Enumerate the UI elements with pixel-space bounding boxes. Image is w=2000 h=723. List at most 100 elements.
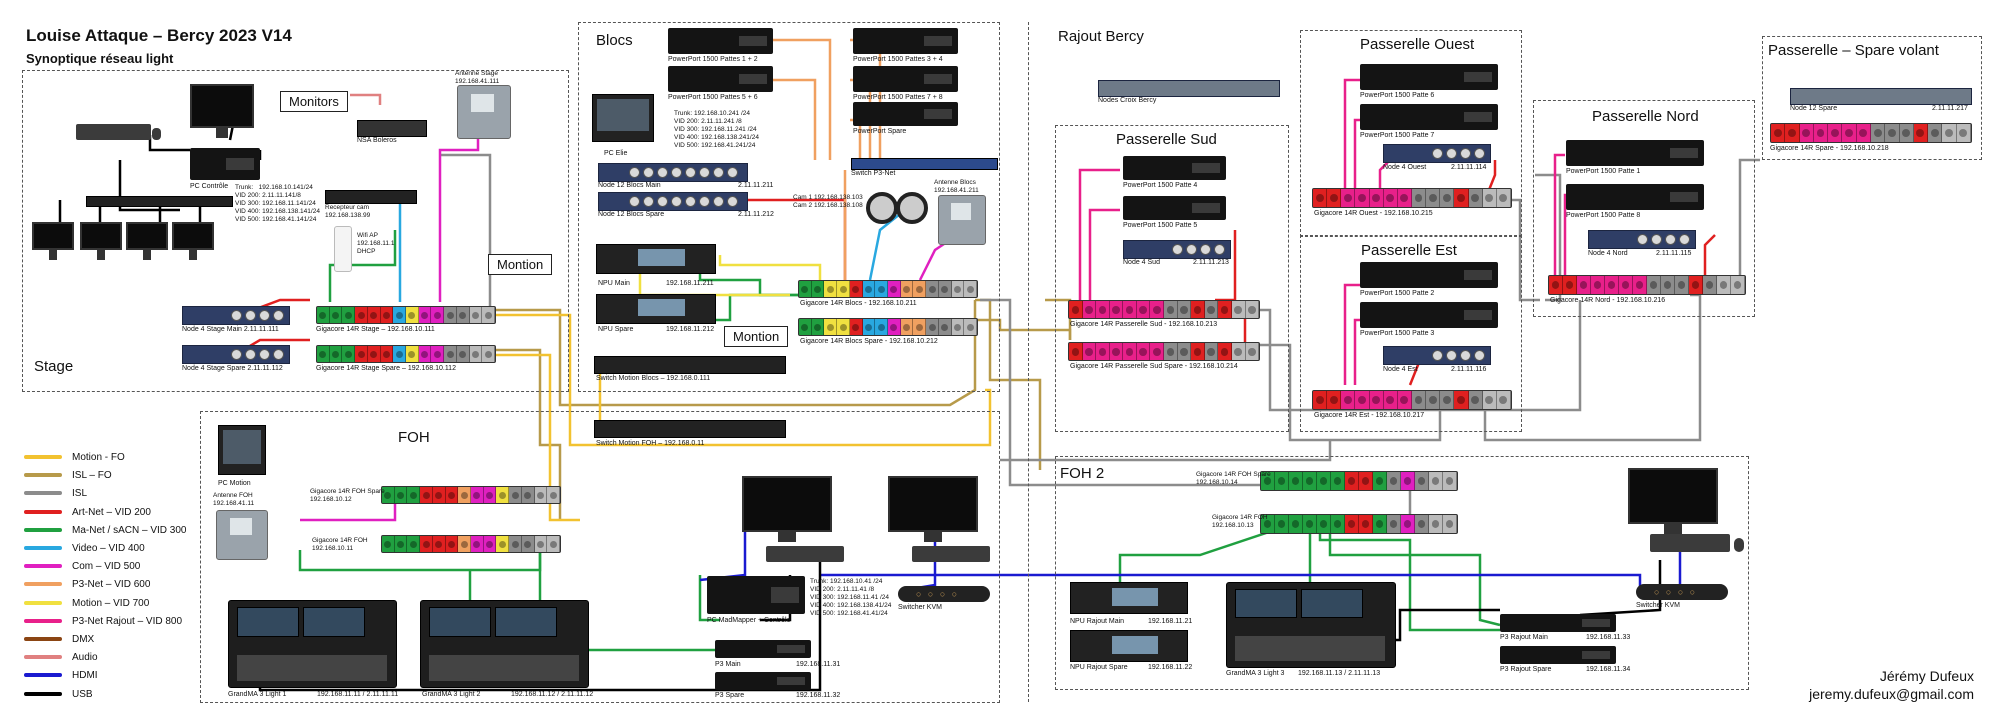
gigacore-stage-spare-label: Gigacore 14R Stage Spare – 192.168.10.11… bbox=[316, 365, 456, 372]
gigacore-sud-spare-label: Gigacore 14R Passerelle Sud Spare - 192.… bbox=[1070, 363, 1238, 370]
zone-passerelle-est bbox=[1300, 235, 1522, 432]
nsa-label: NSA Boleros bbox=[357, 137, 397, 144]
pc-controle-label: PC Contrôle bbox=[190, 183, 229, 190]
pp7-label: PowerPort 1500 Patte 7 bbox=[1360, 132, 1435, 139]
npu-main-label: NPU Main bbox=[598, 280, 630, 287]
npu-rajout-main-ip: 192.168.11.21 bbox=[1148, 618, 1193, 625]
legend-label: P3-Net Rajout – VID 800 bbox=[72, 615, 183, 627]
node4-stage-main bbox=[182, 306, 290, 325]
node4-est bbox=[1383, 346, 1491, 365]
legend-swatch bbox=[24, 527, 62, 532]
switcher-kvm-foh-label: Switcher KVM bbox=[898, 604, 942, 611]
node4-est-ip: 2.11.11.116 bbox=[1451, 366, 1487, 373]
node12-blocs-main-label: Node 12 Blocs Main bbox=[598, 182, 661, 189]
zone-spare-title: Passerelle – Spare volant bbox=[1768, 42, 1939, 59]
grandma3-light-2 bbox=[420, 600, 589, 688]
powerport-pattes-3-4 bbox=[853, 28, 958, 54]
zone-foh2-title: FOH 2 bbox=[1060, 465, 1105, 482]
pp-patte-5 bbox=[1123, 196, 1226, 220]
camera-1 bbox=[866, 192, 898, 224]
p3-rajout-main-label: P3 Rajout Main bbox=[1500, 634, 1548, 641]
foh-keyboard-left bbox=[766, 546, 844, 562]
legend-swatch bbox=[24, 509, 62, 514]
node4-nord bbox=[1588, 230, 1696, 249]
zone-sud-title: Passerelle Sud bbox=[1116, 131, 1217, 148]
npu-rajout-spare bbox=[1070, 630, 1188, 662]
gigacore-foh-main-label: Gigacore 14R FOH 192.168.10.11 bbox=[312, 537, 368, 552]
montion-callout-blocs: Montion bbox=[724, 326, 789, 347]
pc-controle-trunk: Trunk: 192.168.10.141/24 VID 200: 2.11.1… bbox=[235, 184, 320, 223]
p3-spare-label: P3 Spare bbox=[715, 692, 745, 699]
legend-label: Com – VID 500 bbox=[72, 561, 141, 573]
zone-passerelle-ouest bbox=[1300, 30, 1522, 237]
blocs-trunk-label: Trunk: 192.168.10.241 /24 VID 200: 2.11.… bbox=[674, 110, 759, 149]
pp56-label: PowerPort 1500 Pattes 5 + 6 bbox=[668, 94, 758, 101]
stage-monitor-top bbox=[190, 84, 254, 138]
pp8-label: PowerPort 1500 Patte 8 bbox=[1566, 212, 1641, 219]
npu-spare bbox=[596, 294, 716, 324]
switcher-kvm-foh2 bbox=[1636, 584, 1728, 600]
p3-spare-ip: 192.168.11.32 bbox=[796, 692, 841, 699]
antenne-blocs-label: Antenne Blocs 192.168.41.211 bbox=[934, 179, 979, 194]
npu-spare-ip: 192.168.11.212 bbox=[666, 326, 715, 333]
grandma3-light-3 bbox=[1226, 582, 1396, 668]
powerport-pattes-7-8 bbox=[853, 66, 958, 92]
gigacore-blocs-main bbox=[798, 280, 978, 298]
foh2-keyboard bbox=[1650, 534, 1730, 552]
recepteur-cam bbox=[325, 190, 417, 204]
legend-label: P3-Net – VID 600 bbox=[72, 579, 151, 591]
switch-p3net bbox=[851, 158, 998, 170]
switch-motion-blocs-label: Switch Motion Blocs – 192.168.0.111 bbox=[596, 375, 711, 382]
pp34-label: PowerPort 1500 Pattes 3 + 4 bbox=[853, 56, 943, 63]
zone-blocs-title: Blocs bbox=[596, 32, 633, 49]
node4-stage-spare bbox=[182, 345, 290, 364]
zone-foh-title: FOH bbox=[398, 429, 430, 446]
diagram-subtitle: Synoptique réseau light bbox=[26, 51, 174, 66]
pp5-label: PowerPort 1500 Patte 5 bbox=[1123, 222, 1198, 229]
gma1-ip: 192.168.11.11 / 2.11.11.11 bbox=[317, 691, 399, 698]
pp6-label: PowerPort 1500 Patte 6 bbox=[1360, 92, 1435, 99]
switch-motion-foh bbox=[594, 420, 786, 438]
legend-swatch bbox=[24, 564, 62, 569]
p3-main bbox=[715, 640, 811, 658]
gigacore-spare-label: Gigacore 14R Spare - 192.168.10.218 bbox=[1770, 145, 1889, 152]
gigacore-foh2-main bbox=[1260, 514, 1458, 534]
npu-rajout-spare-ip: 192.168.11.22 bbox=[1148, 664, 1193, 671]
gigacore-stage-main-label: Gigacore 14R Stage – 192.168.10.111 bbox=[316, 326, 435, 333]
npu-rajout-main bbox=[1070, 582, 1188, 614]
gigacore-sud-main-label: Gigacore 14R Passerelle Sud - 192.168.10… bbox=[1070, 321, 1218, 328]
gigacore-nord bbox=[1548, 275, 1746, 295]
antenne-stage bbox=[457, 85, 511, 139]
node12-blocs-spare bbox=[598, 192, 748, 211]
nodes-croix-bercy bbox=[1098, 80, 1280, 97]
node4-nord-ip: 2.11.11.115 bbox=[1656, 250, 1692, 257]
legend-label: Video – VID 400 bbox=[72, 543, 145, 554]
zone-nord-title: Passerelle Nord bbox=[1592, 108, 1699, 125]
node4-nord-label: Node 4 Nord bbox=[1588, 250, 1628, 257]
node12-spare bbox=[1790, 88, 1972, 105]
pc-elie-label: PC Elie bbox=[604, 150, 628, 157]
gigacore-foh2-spare-label: Gigacore 14R FOH Spare 192.168.10.14 bbox=[1196, 471, 1271, 486]
camera-2 bbox=[896, 192, 928, 224]
pp12-label: PowerPort 1500 Pattes 1 + 2 bbox=[668, 56, 758, 63]
foh2-mouse bbox=[1734, 538, 1744, 552]
legend-label: Art-Net – VID 200 bbox=[72, 506, 151, 518]
zone-est-title: Passerelle Est bbox=[1361, 242, 1457, 259]
node12-spare-ip: 2.11.11.217 bbox=[1932, 105, 1968, 112]
gigacore-blocs-main-label: Gigacore 14R Blocs - 192.168.10.211 bbox=[800, 300, 917, 307]
legend-swatch bbox=[24, 618, 62, 623]
gigacore-blocs-spare bbox=[798, 318, 978, 336]
gma2-label: GrandMA 3 Light 2 bbox=[422, 691, 481, 698]
gigacore-stage-spare bbox=[316, 345, 496, 363]
legend-label: DMX bbox=[72, 634, 95, 645]
gigacore-sud-main bbox=[1068, 300, 1260, 319]
stage-usb-switch bbox=[86, 196, 233, 207]
monitors-callout: Monitors bbox=[280, 91, 348, 112]
antenne-blocs bbox=[938, 195, 986, 245]
legend-label: USB bbox=[72, 688, 93, 700]
zone-foh bbox=[200, 411, 1000, 703]
venue-divider bbox=[1028, 22, 1029, 702]
legend-swatch bbox=[24, 455, 62, 459]
node12-spare-label: Node 12 Spare bbox=[1790, 105, 1838, 112]
npu-rajout-spare-label: NPU Rajout Spare bbox=[1070, 664, 1128, 671]
